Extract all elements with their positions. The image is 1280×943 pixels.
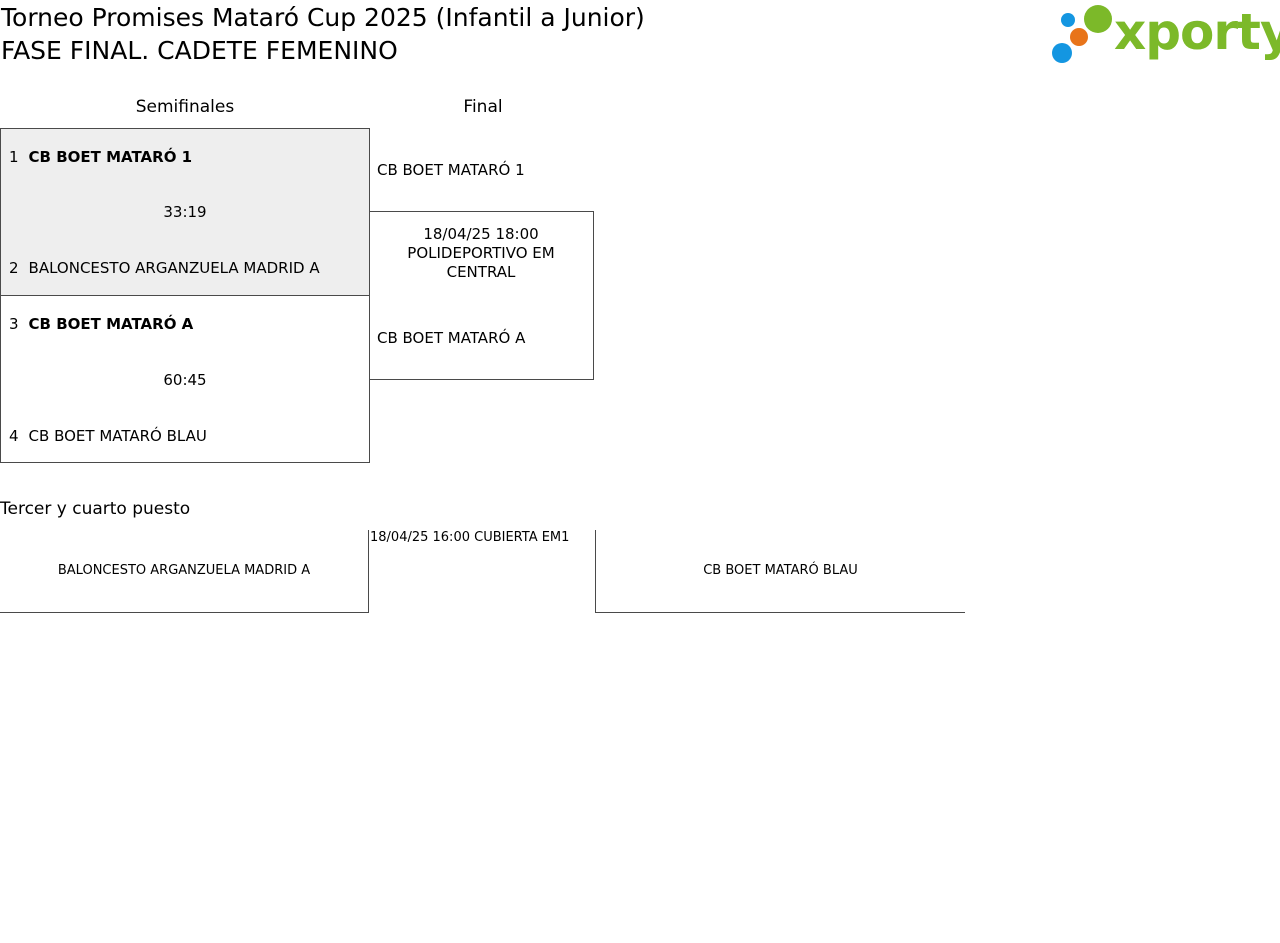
final-match[interactable]: 18/04/25 18:00 POLIDEPORTIVO EM CENTRAL xyxy=(369,211,594,380)
team-name: BALONCESTO ARGANZUELA MADRID A xyxy=(28,259,320,277)
semifinal-1-team-1: 1 CB BOET MATARÓ 1 xyxy=(9,147,192,167)
xporty-logo: xporty xyxy=(1050,3,1280,68)
semifinal-match-2[interactable]: 3 CB BOET MATARÓ A 60:45 4 CB BOET MATARÓ … xyxy=(0,295,370,463)
round-label-semifinals: Semifinales xyxy=(135,97,235,117)
third-place-team-1-box[interactable]: BALONCESTO ARGANZUELA MADRID A xyxy=(0,530,369,613)
seed-number: 3 xyxy=(9,315,19,333)
third-place-team-1: BALONCESTO ARGANZUELA MADRID A xyxy=(57,563,311,578)
final-venue: POLIDEPORTIVO EM CENTRAL xyxy=(407,244,555,281)
third-place-match-info: 18/04/25 16:00 CUBIERTA EM1 xyxy=(370,530,570,545)
logo-wordmark: xporty xyxy=(1114,3,1280,61)
team-name: CB BOET MATARÓ BLAU xyxy=(28,427,207,445)
semifinal-2-score: 60:45 xyxy=(163,371,207,389)
logo-dot-blue-small xyxy=(1061,13,1075,27)
final-team-2: CB BOET MATARÓ A xyxy=(377,329,526,347)
semifinal-2-team-1: 3 CB BOET MATARÓ A xyxy=(9,314,193,334)
logo-dot-green xyxy=(1084,5,1112,33)
page-subtitle: FASE FINAL. CADETE FEMENINO xyxy=(1,36,398,65)
semifinal-1-score: 33:19 xyxy=(163,203,207,221)
logo-dot-blue-large xyxy=(1052,43,1072,63)
third-place-team-2-box[interactable]: CB BOET MATARÓ BLAU xyxy=(595,530,965,613)
third-place-title: Tercer y cuarto puesto xyxy=(0,499,191,519)
round-label-final: Final xyxy=(463,97,503,117)
final-team-1: CB BOET MATARÓ 1 xyxy=(377,161,525,179)
team-name: CB BOET MATARÓ A xyxy=(28,315,194,333)
semifinal-match-1[interactable]: 1 CB BOET MATARÓ 1 33:19 2 BALONCESTO ARGA… xyxy=(0,128,370,296)
page-title: Torneo Promises Mataró Cup 2025 (Infanti… xyxy=(1,3,645,32)
seed-number: 4 xyxy=(9,427,19,445)
team-name: CB BOET MATARÓ 1 xyxy=(28,148,193,166)
final-datetime: 18/04/25 18:00 xyxy=(423,225,539,243)
seed-number: 1 xyxy=(9,148,19,166)
semifinal-1-team-2: 2 BALONCESTO ARGANZUELA MADRID A xyxy=(9,258,320,278)
logo-dot-orange xyxy=(1070,28,1088,46)
final-match-info: 18/04/25 18:00 POLIDEPORTIVO EM CENTRAL xyxy=(369,225,593,282)
semifinal-2-team-2: 4 CB BOET MATARÓ BLAU xyxy=(9,426,207,446)
third-place-team-2: CB BOET MATARÓ BLAU xyxy=(703,563,858,578)
seed-number: 2 xyxy=(9,259,19,277)
